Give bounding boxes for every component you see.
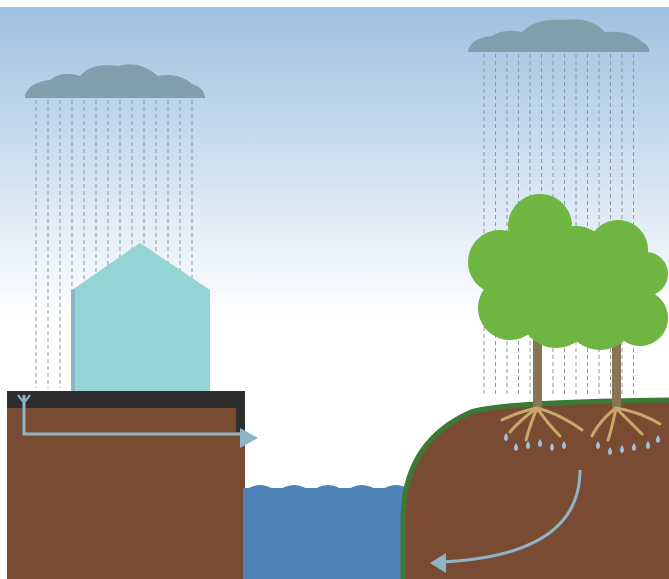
water-drop-icon xyxy=(538,439,542,447)
infiltration-arrow xyxy=(439,469,582,564)
water-drop-icon xyxy=(526,441,530,449)
water-drop-icon xyxy=(514,443,518,451)
tree-trunk-left xyxy=(533,320,542,412)
cloud-right-icon xyxy=(468,19,650,52)
wave-crest xyxy=(294,478,311,485)
tree-trunk-right xyxy=(612,326,621,412)
wave-crest xyxy=(362,478,379,485)
water-drop-icon xyxy=(620,445,624,453)
water-drop-icon xyxy=(646,441,650,449)
water-drops xyxy=(504,433,660,455)
water-drop-icon xyxy=(504,433,508,441)
wave-crest xyxy=(260,478,277,485)
water-drop-icon xyxy=(608,447,612,455)
catch-basin-icon xyxy=(17,394,31,405)
water-drop-icon xyxy=(550,443,554,451)
drain-pipe xyxy=(22,395,245,436)
downspout xyxy=(71,290,75,408)
water-drop-icon xyxy=(632,443,636,451)
roots-left xyxy=(500,406,584,442)
waves xyxy=(243,478,413,579)
runoff-arrow-icon xyxy=(240,428,258,448)
infiltration-arrowhead-icon xyxy=(430,553,446,573)
wave-crest xyxy=(328,478,345,485)
water-drop-icon xyxy=(596,441,600,449)
house xyxy=(72,243,210,392)
roots-right xyxy=(590,406,662,442)
pavement xyxy=(7,391,245,432)
soil-left xyxy=(7,406,245,579)
water-drop-icon xyxy=(562,441,566,449)
wave-surface xyxy=(243,485,413,579)
water-drop-icon xyxy=(656,435,660,443)
groundcover-edge xyxy=(400,397,669,579)
cloud-left-icon xyxy=(25,64,205,98)
soil-right xyxy=(401,398,669,579)
top-border xyxy=(0,0,669,7)
tree-foliage-right xyxy=(564,220,668,350)
